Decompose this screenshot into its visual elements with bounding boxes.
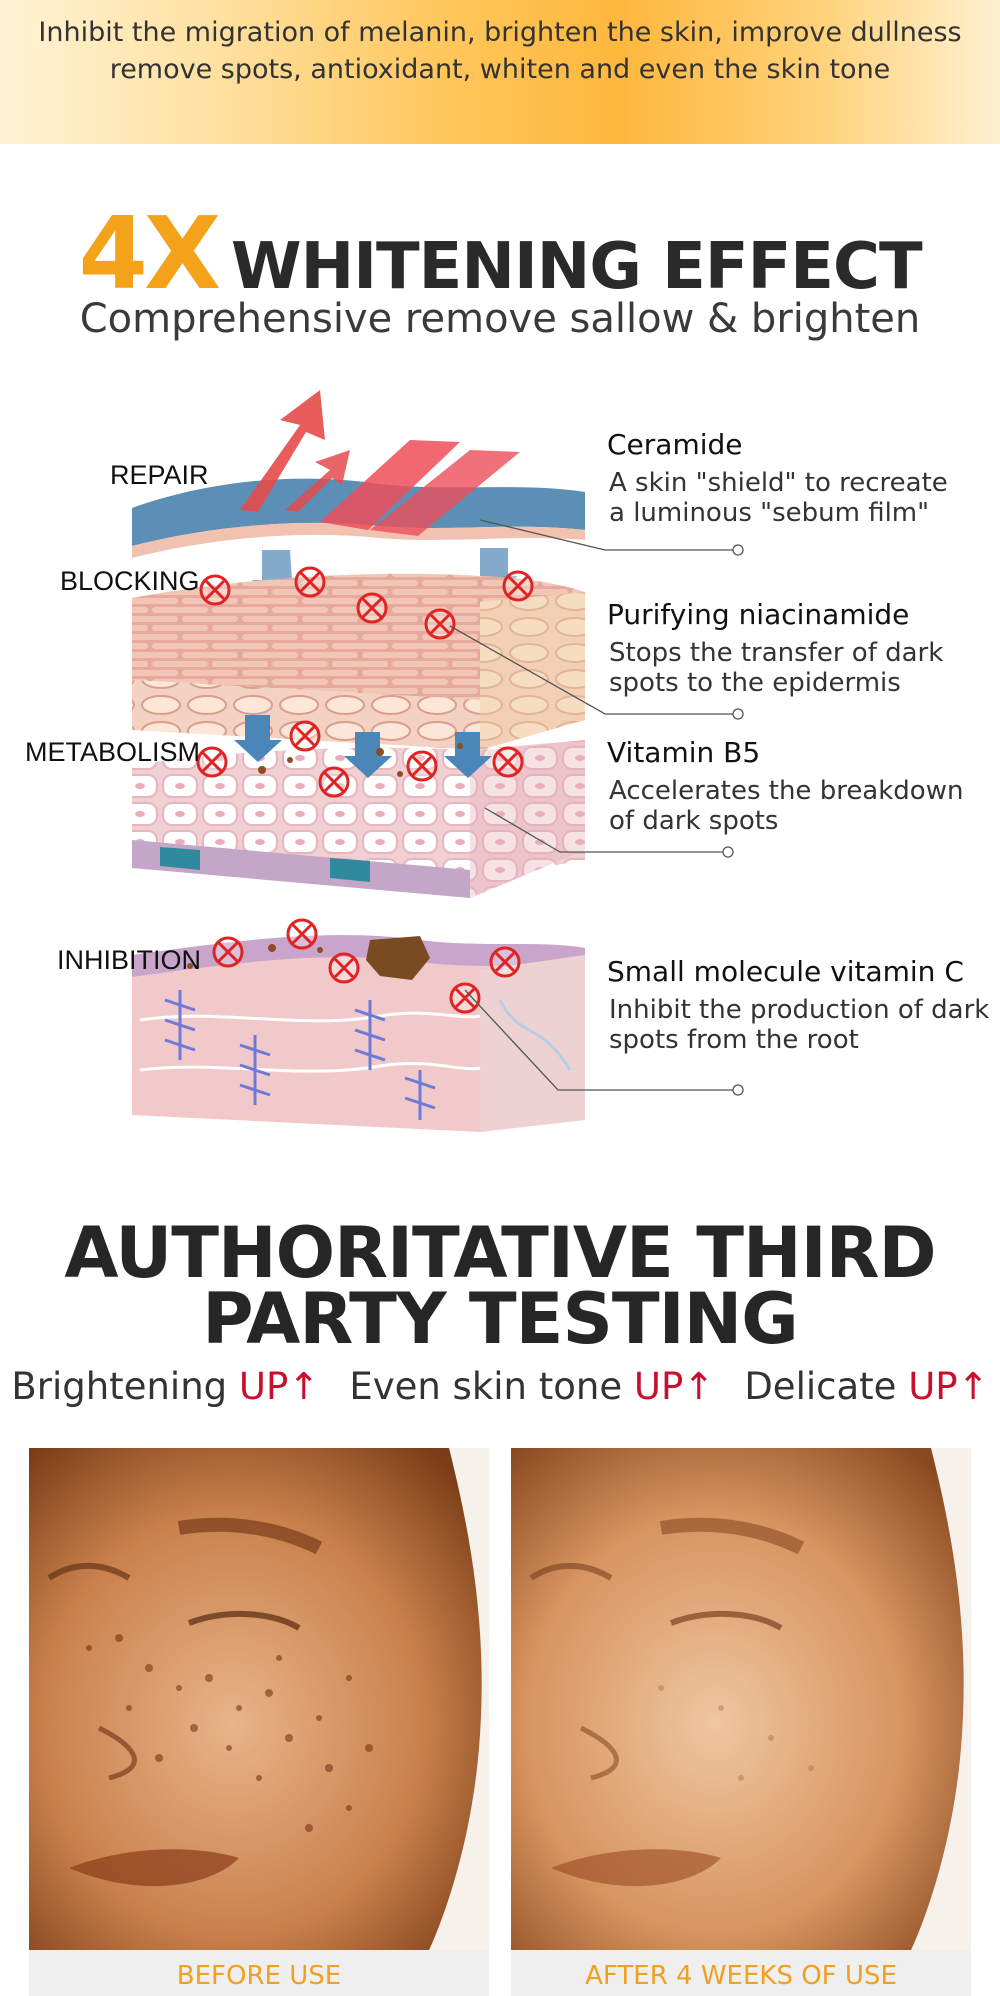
headline-main: WHITENING EFFECT [231, 230, 923, 304]
ingredient-vitamin-c-title: Small molecule vitamin C [607, 955, 964, 988]
skin-layers-illustration [132, 390, 744, 1132]
metric-label: Delicate [744, 1365, 897, 1408]
ingredient-vitamin-b5-title: Vitamin B5 [607, 736, 761, 769]
skin-layer-diagram: REPAIR BLOCKING METABOLISM INHIBITION Ce… [0, 380, 1000, 1160]
metric-up: UP [908, 1365, 958, 1408]
ingredient-vitamin-c-desc-line1: Inhibit the production of dark [609, 995, 990, 1025]
before-face-image [29, 1448, 489, 1950]
after-face-image [511, 1448, 971, 1950]
banner-line-2: remove spots, antioxidant, whiten and ev… [109, 54, 891, 85]
metric-up: UP [238, 1365, 289, 1408]
metric-label: Even skin tone [349, 1365, 623, 1408]
ingredient-vitamin-c-desc-line2: spots from the root [609, 1025, 859, 1055]
before-use-photo [29, 1448, 489, 1950]
ingredient-ceramide-title: Ceramide [607, 428, 743, 461]
metric-label: Brightening [11, 1365, 228, 1408]
metric-up: UP [633, 1365, 684, 1408]
ingredient-vitamin-b5-desc-line1: Accelerates the breakdown [609, 776, 964, 806]
layer-label-metabolism: METABOLISM [25, 737, 201, 767]
ingredient-vitamin-b5-desc-line2: of dark spots [609, 806, 779, 836]
ingredient-ceramide-desc-line1: A skin "shield" to recreate [609, 468, 948, 498]
banner-line-1: Inhibit the migration of melanin, bright… [38, 17, 962, 48]
testing-headline-line2: PARTY TESTING [202, 1278, 798, 1360]
ingredient-vitamin-c-desc: Inhibit the production of dark spots fro… [609, 995, 999, 1055]
ingredient-ceramide-desc-line2: a luminous "sebum film" [609, 498, 930, 528]
ingredient-niacinamide-desc-line1: Stops the transfer of dark [609, 638, 944, 668]
after-use-caption: AFTER 4 WEEKS OF USE [511, 1950, 971, 1996]
whitening-subtitle: Comprehensive remove sallow & brighten [79, 296, 921, 342]
up-arrow-icon: ↑ [683, 1365, 715, 1408]
layer-label-blocking: BLOCKING [60, 566, 200, 596]
ingredient-niacinamide-desc: Stops the transfer of dark spots to the … [609, 638, 999, 698]
improvement-metrics: Brightening UP↑ Even skin tone UP↑ Delic… [0, 1365, 1000, 1408]
ingredient-niacinamide-desc-line2: spots to the epidermis [609, 668, 901, 698]
testing-headline: AUTHORITATIVE THIRD PARTY TESTING [0, 1212, 1000, 1360]
ingredient-niacinamide-title: Purifying niacinamide [607, 598, 910, 631]
up-arrow-icon: ↑ [957, 1365, 989, 1408]
after-use-photo [511, 1448, 971, 1950]
metric-even-skin-tone: Even skin tone UP↑ [349, 1365, 714, 1408]
up-arrow-icon: ↑ [288, 1365, 320, 1408]
top-banner: Inhibit the migration of melanin, bright… [0, 0, 1000, 144]
testing-headline-line1: AUTHORITATIVE THIRD [64, 1212, 936, 1294]
headline-accent-4x: 4X [78, 195, 221, 312]
before-use-caption: BEFORE USE [29, 1950, 489, 1996]
metric-delicate: Delicate UP↑ [744, 1365, 988, 1408]
ingredient-vitamin-b5-desc: Accelerates the breakdown of dark spots [609, 776, 999, 836]
layer-label-repair: REPAIR [110, 460, 209, 490]
metric-brightening: Brightening UP↑ [11, 1365, 319, 1408]
ingredient-ceramide-desc: A skin "shield" to recreate a luminous "… [609, 468, 999, 528]
layer-label-inhibition: INHIBITION [57, 945, 202, 975]
